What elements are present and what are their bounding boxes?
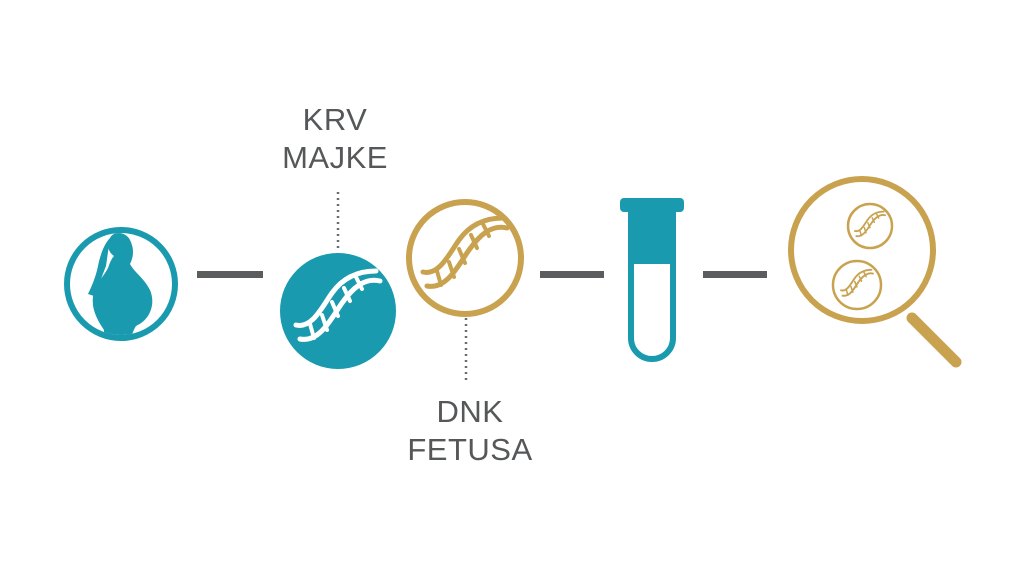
test-tube-icon: [620, 198, 684, 362]
fetal-dna-label: DNK FETUSA: [380, 393, 560, 469]
maternal-blood-label-line-1: KRV: [302, 102, 368, 137]
pregnant-woman-icon: [64, 227, 178, 341]
connector-1: [197, 271, 263, 278]
fetal-dna-label-line-1: DNK: [436, 394, 504, 429]
fetal-dna-label-line-2: FETUSA: [407, 432, 533, 467]
connector-3: [703, 271, 767, 278]
maternal-blood-dna-icon: [280, 253, 396, 369]
maternal-blood-label-line-2: MAJKE: [282, 140, 388, 175]
connector-2: [540, 271, 604, 278]
cell-dna-icon: [846, 202, 894, 250]
cell-dna-icon: [831, 259, 883, 311]
maternal-blood-label: KRV MAJKE: [245, 101, 425, 177]
magnifying-glass-icon: [788, 176, 962, 368]
fetal-dna-icon: [406, 199, 524, 317]
